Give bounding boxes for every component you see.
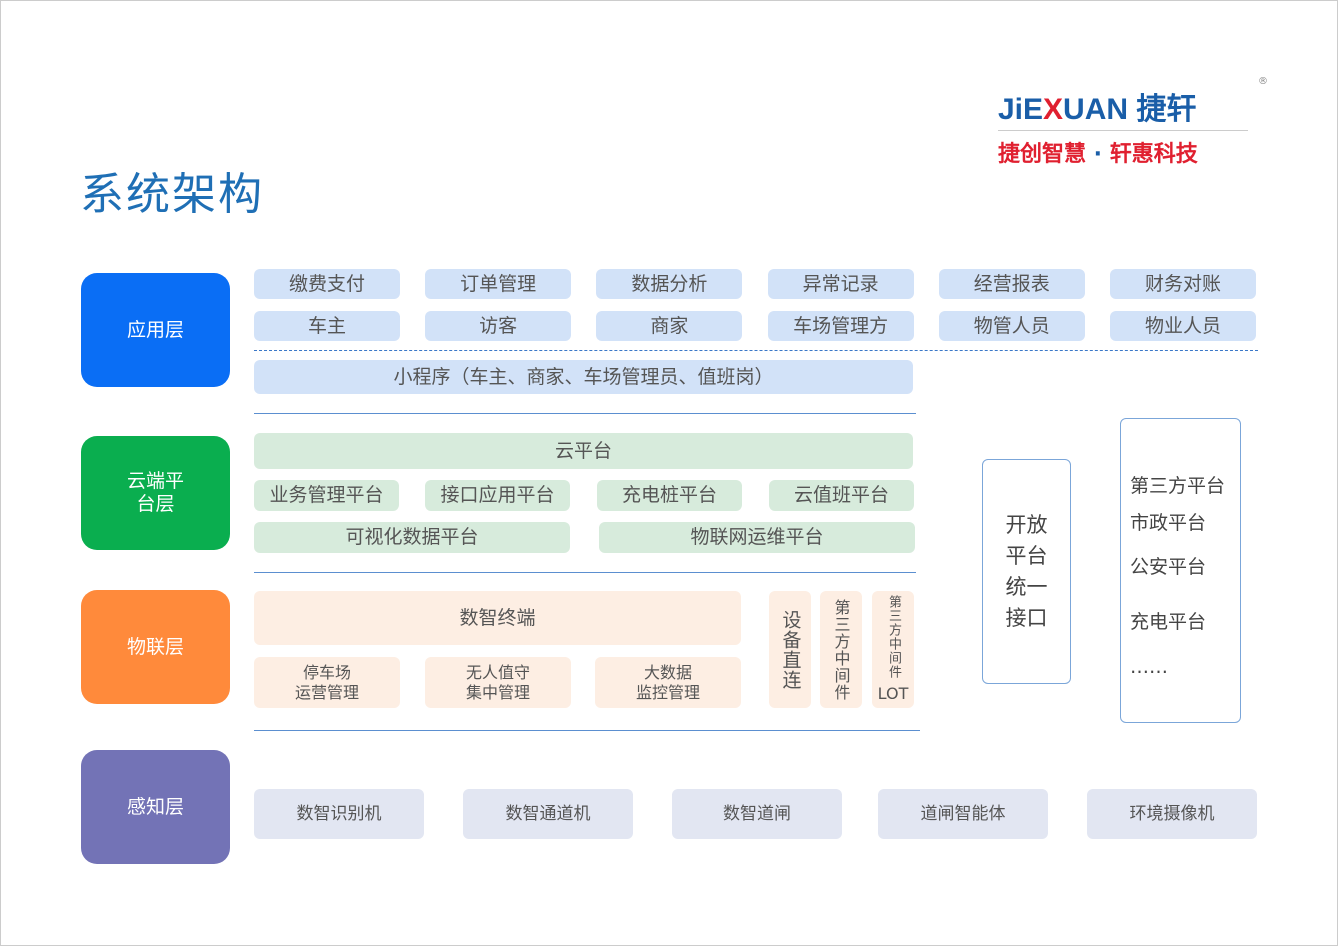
- lot-label: LOT: [877, 684, 909, 703]
- app-user-tag: 商家: [596, 311, 743, 341]
- layer-iot: 物联层: [81, 590, 230, 704]
- cloud-sub-platform-tag: 充电桩平台: [597, 480, 742, 511]
- app-function-tag: 财务对账: [1110, 269, 1256, 299]
- perception-device-tag: 道闸智能体: [878, 789, 1048, 839]
- open-platform-unified-interface: 开放 平台 统一 接口: [982, 459, 1071, 684]
- iot-management-tag: 无人值守 集中管理: [425, 657, 571, 708]
- iot-management-tag: 大数据 监控管理: [595, 657, 741, 708]
- third-party-item: 第三方平台: [1130, 475, 1226, 497]
- divider: [254, 413, 916, 414]
- cloud-sub-platform-tag: 物联网运维平台: [599, 522, 915, 553]
- slogan-part: 轩惠科技: [1109, 142, 1198, 167]
- layer-cloud-platform: 云端平台层: [81, 436, 230, 550]
- app-user-tag: 车场管理方: [767, 311, 914, 341]
- app-user-tag: 车主: [254, 311, 400, 341]
- app-user-tag: 访客: [425, 311, 572, 341]
- perception-device-tag: 数智识别机: [254, 789, 424, 839]
- mini-program-tag: 小程序（车主、商家、车场管理员、值班岗）: [254, 360, 913, 394]
- iot-management-tag: 停车场 运营管理: [254, 657, 400, 708]
- device-direct-tag: 设备直连: [769, 591, 811, 708]
- cloud-sub-platform-tag: 可视化数据平台: [254, 522, 570, 553]
- app-function-tag: 缴费支付: [254, 269, 400, 299]
- divider: [254, 572, 916, 573]
- smart-terminal-tag: 数智终端: [254, 591, 741, 645]
- app-function-tag: 经营报表: [938, 269, 1085, 299]
- app-function-tag: 订单管理: [425, 269, 572, 299]
- divider-dashed: [254, 350, 1258, 351]
- brand-logo: JiEXUAN 捷轩 ® 捷创智慧 · 轩惠科技: [998, 76, 1268, 170]
- logo-wordmark: JiEXUAN 捷轩: [998, 84, 1196, 128]
- third-party-middleware-lot-tag: 第三方中间件 LOT: [872, 591, 914, 708]
- registered-mark: ®: [1258, 76, 1268, 87]
- app-user-tag: 物管人员: [938, 311, 1085, 341]
- app-function-tag: 异常记录: [767, 269, 914, 299]
- logo-part: UAN 捷轩: [1063, 93, 1197, 126]
- logo-divider: [998, 130, 1248, 131]
- third-party-item: 公安平台: [1130, 556, 1207, 578]
- slogan-part: 捷创智慧: [998, 142, 1087, 167]
- third-party-platform-box: 第三方平台市政平台公安平台充电平台 ……: [1120, 418, 1241, 723]
- layer-perception: 感知层: [81, 750, 230, 864]
- third-party-item: 充电平台: [1130, 611, 1207, 633]
- divider: [254, 730, 920, 731]
- logo-slogan: 捷创智慧 · 轩惠科技: [998, 136, 1198, 168]
- cloud-platform-tag: 云平台: [254, 433, 913, 469]
- cloud-sub-platform-tag: 云值班平台: [769, 480, 914, 511]
- cloud-sub-platform-tag: 业务管理平台: [254, 480, 399, 511]
- layer-application: 应用层: [81, 273, 230, 387]
- logo-part: X: [1043, 93, 1064, 126]
- third-party-item: ……: [1130, 656, 1168, 678]
- third-party-item: 市政平台: [1130, 512, 1207, 534]
- page-title: 系统架构: [80, 169, 264, 220]
- slogan-dot: ·: [1086, 142, 1110, 167]
- app-function-tag: 数据分析: [596, 269, 743, 299]
- third-party-middleware-tag: 第三方中间件: [820, 591, 862, 708]
- app-user-tag: 物业人员: [1110, 311, 1256, 341]
- middleware-label: 第三方中间件: [886, 595, 901, 679]
- perception-device-tag: 数智通道机: [463, 789, 633, 839]
- perception-device-tag: 数智道闸: [672, 789, 842, 839]
- perception-device-tag: 环境摄像机: [1087, 789, 1257, 839]
- logo-part: JiE: [998, 93, 1044, 126]
- cloud-sub-platform-tag: 接口应用平台: [425, 480, 570, 511]
